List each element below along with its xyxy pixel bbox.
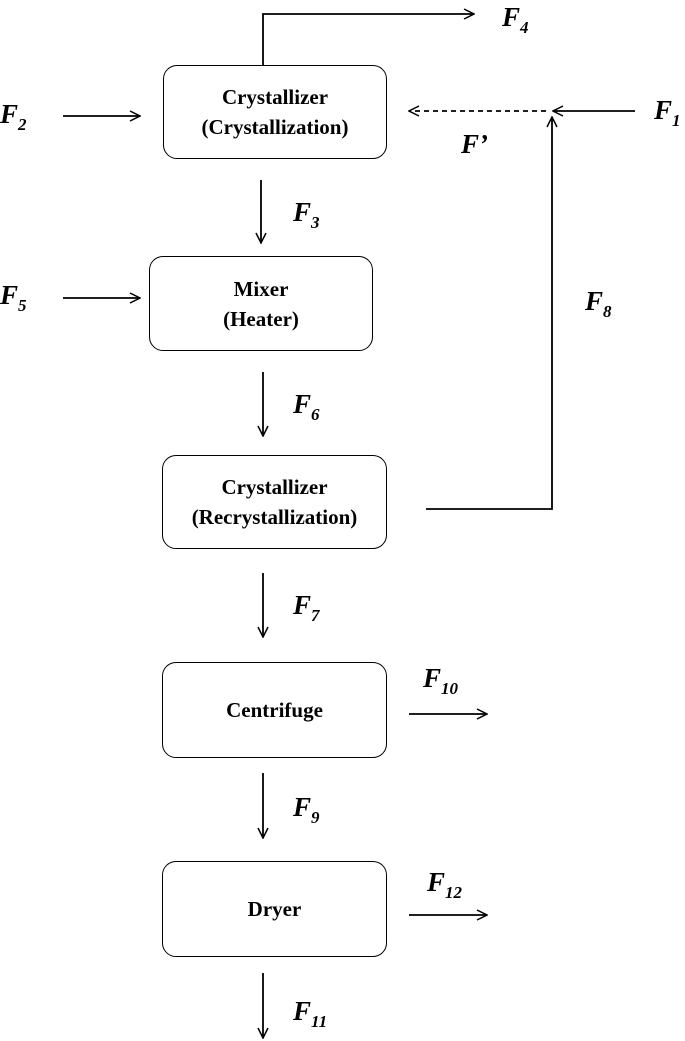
recrystallizer-unit: Crystallizer (Recrystallization) [162, 455, 387, 549]
unit-name: Centrifuge [226, 698, 323, 722]
crystallizer-unit: Crystallizer (Crystallization) [163, 65, 387, 159]
label-f4: F4 [502, 2, 529, 37]
centrifuge-unit: Centrifuge [162, 662, 387, 758]
label-f11: F11 [293, 996, 328, 1031]
label-f8: F8 [585, 286, 612, 321]
unit-name: Crystallizer [221, 85, 329, 109]
label-f1: F1 [654, 95, 681, 130]
unit-name: Dryer [247, 897, 302, 921]
stream-f8-arrow [426, 117, 552, 510]
dryer-unit: Dryer [162, 861, 387, 957]
mixer-unit: Mixer (Heater) [149, 256, 373, 351]
unit-subtitle: (Crystallization) [201, 115, 349, 139]
label-f-prime: F’ [461, 129, 488, 159]
label-f12: F12 [427, 867, 463, 902]
unit-subtitle: (Recrystallization) [191, 505, 358, 529]
unit-name: Mixer [233, 276, 289, 301]
label-f10: F10 [423, 663, 459, 698]
label-f9: F9 [293, 792, 320, 827]
unit-subtitle: (Heater) [223, 306, 299, 331]
stream-f4-arrow [262, 14, 474, 65]
label-f6: F6 [293, 389, 320, 424]
label-f5: F5 [0, 280, 27, 315]
label-f3: F3 [293, 197, 320, 232]
label-f2: F2 [0, 99, 27, 134]
label-f7: F7 [293, 590, 320, 625]
unit-name: Crystallizer [221, 475, 328, 499]
